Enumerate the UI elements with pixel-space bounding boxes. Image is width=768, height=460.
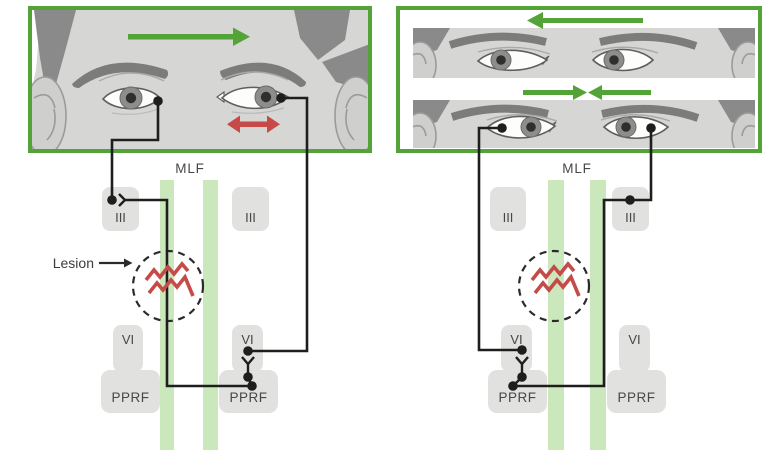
left-panel-border bbox=[28, 6, 372, 153]
mlf-tract-left bbox=[548, 180, 564, 450]
pprf-label: PPRF bbox=[617, 390, 655, 405]
eyes-strip-left-gaze bbox=[413, 28, 755, 78]
nucleus-dot bbox=[517, 345, 527, 355]
sixth-nucleus-label: VI bbox=[241, 332, 253, 347]
left-eye bbox=[98, 72, 165, 115]
mlf-tract-right bbox=[203, 180, 218, 450]
nucleus-dot bbox=[243, 346, 253, 356]
eyebrow-right bbox=[601, 104, 700, 122]
pprf-right-box bbox=[607, 370, 666, 413]
lateral-rectus-wire bbox=[248, 96, 309, 353]
convergence-arrow-left-icon bbox=[523, 85, 587, 100]
right-eye bbox=[591, 46, 659, 72]
lesion-circle bbox=[517, 249, 591, 323]
mlf-internuclear-wire bbox=[513, 128, 653, 388]
eyebrow-left bbox=[448, 32, 547, 49]
nucleus-dot bbox=[508, 381, 518, 391]
pprf-label: PPRF bbox=[229, 390, 267, 405]
eyebrow-left bbox=[72, 62, 169, 88]
left-eye bbox=[485, 114, 558, 139]
oculomotor-nucleus-left-box bbox=[490, 187, 526, 231]
hair-right-icon bbox=[294, 10, 350, 60]
third-nucleus-label: III bbox=[625, 210, 636, 225]
medial-rectus-wire bbox=[110, 101, 160, 200]
abducens-nucleus-left-box bbox=[113, 325, 143, 372]
mlf-tract-right bbox=[590, 180, 606, 450]
convergence-arrow-right-icon bbox=[588, 85, 651, 100]
lesion-squiggle-icon bbox=[533, 273, 581, 297]
third-nucleus-label: III bbox=[245, 210, 256, 225]
eyebrow-right bbox=[599, 32, 698, 50]
oculomotor-nucleus-right-box bbox=[232, 187, 269, 231]
sixth-nucleus-label: VI bbox=[628, 332, 640, 347]
sixth-nucleus-label: VI bbox=[122, 332, 134, 347]
eyebrow-right bbox=[220, 62, 306, 87]
mlf-internuclear-wire bbox=[125, 198, 252, 388]
eyebrow-left bbox=[450, 104, 549, 121]
lesion-squiggle-icon bbox=[530, 261, 576, 282]
mlf-label: MLF bbox=[175, 161, 204, 176]
ear-left bbox=[32, 76, 67, 149]
hair-left-icon bbox=[34, 10, 76, 92]
gaze-left-arrow-icon bbox=[527, 12, 643, 29]
lesion-squiggle-icon bbox=[147, 273, 195, 297]
nucleus-dot bbox=[107, 195, 117, 205]
lesion-pointer-arrowhead-icon bbox=[124, 258, 133, 268]
nucleus-dot bbox=[243, 372, 253, 382]
eye-connector-dot bbox=[153, 96, 163, 106]
face-illustration bbox=[32, 10, 368, 149]
pprf-left-box bbox=[101, 370, 160, 413]
oculomotor-nucleus-right-box bbox=[612, 187, 649, 231]
gaze-right-arrow-icon bbox=[128, 27, 250, 46]
lesion-label: Lesion bbox=[53, 255, 94, 271]
nucleus-dot bbox=[247, 381, 257, 391]
lateral-rectus-wire bbox=[477, 126, 522, 352]
sixth-nucleus-label: VI bbox=[510, 332, 522, 347]
abducens-nucleus-right-box bbox=[619, 325, 650, 372]
third-nucleus-label: III bbox=[115, 210, 126, 225]
left-eye bbox=[476, 46, 551, 72]
pprf-right-box bbox=[219, 370, 278, 413]
eye-connector-dot bbox=[276, 93, 286, 103]
nucleus-dot bbox=[625, 195, 635, 205]
left-panel: MLF III III VI VI PPRF PPRF Lesion bbox=[28, 6, 372, 450]
eye-connector-dot bbox=[646, 123, 656, 133]
ear-left bbox=[413, 41, 437, 78]
pprf-left-box bbox=[488, 370, 547, 413]
right-panel: MLF III III VI VI PPRF PPRF bbox=[396, 6, 762, 450]
lesion-squiggle-icon bbox=[144, 261, 190, 282]
nystagmus-arrow-icon bbox=[227, 115, 280, 133]
right-eye bbox=[600, 114, 671, 139]
pprf-label: PPRF bbox=[111, 390, 149, 405]
right-panel-border bbox=[396, 6, 762, 153]
pprf-label: PPRF bbox=[498, 390, 536, 405]
ear-right bbox=[334, 76, 368, 149]
eyes-strip-convergence bbox=[413, 100, 755, 148]
mlf-label: MLF bbox=[562, 161, 591, 176]
nucleus-dot bbox=[517, 372, 527, 382]
third-nucleus-label: III bbox=[503, 210, 514, 225]
eye-connector-dot bbox=[497, 123, 507, 133]
